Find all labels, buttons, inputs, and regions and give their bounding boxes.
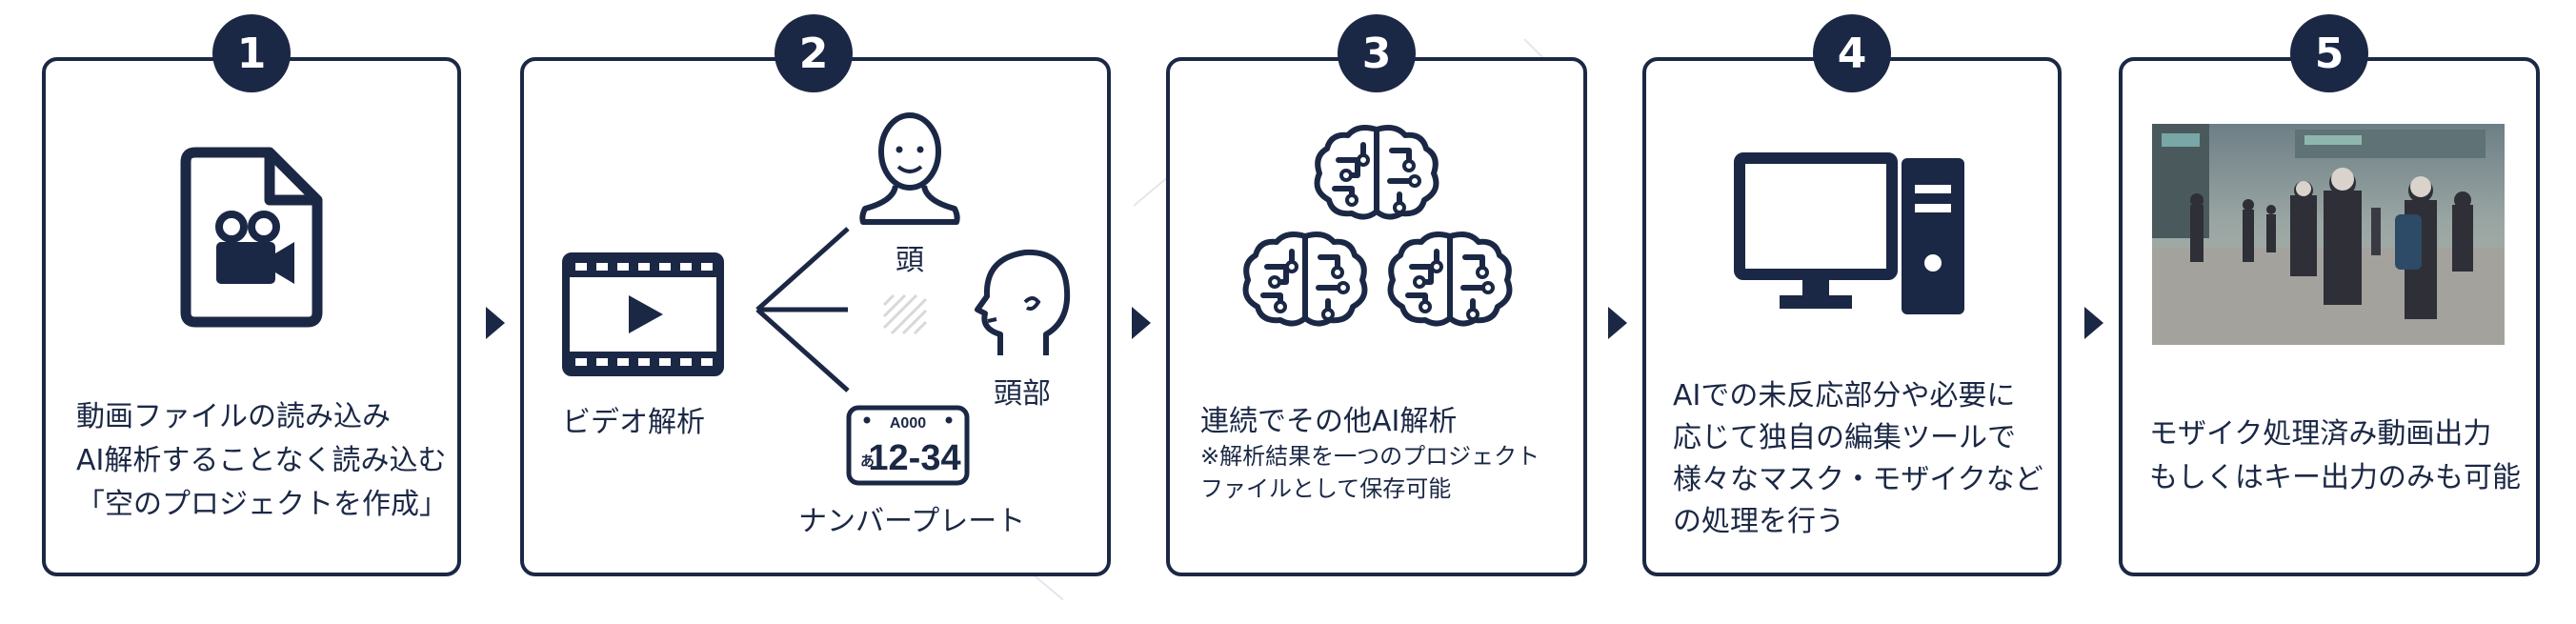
step-4-text-line-1: AIでの未反応部分や必要に (1673, 379, 2016, 413)
step-2-number: 2 (775, 14, 853, 92)
step-1-text-line-2: AI解析することなく読み込む (76, 444, 447, 477)
step-5-text-line-1: モザイク処理済み動画出力 (2149, 417, 2492, 451)
arrow-right-icon (1608, 307, 1627, 339)
step-3-note-line-1: ※解析結果を一つのプロジェクト (1200, 443, 1540, 470)
step-1-text-line-3: 「空のプロジェクトを作成」 (76, 488, 448, 521)
step-4-box (1642, 57, 2062, 576)
step-2-box (520, 57, 1111, 576)
ai-brain-icon (1242, 231, 1368, 327)
step-4-text-line-2: 応じて独自の編集ツールで (1673, 421, 2016, 454)
step-1-number: 1 (212, 14, 291, 92)
step-3-number: 3 (1338, 14, 1416, 92)
step-4-text-line-4: の処理を行う (1673, 505, 1844, 538)
target-head-part-label: 頭部 (994, 377, 1051, 411)
target-head-label: 頭 (896, 244, 924, 277)
step-3-main-text: 連続でその他AI解析 (1200, 405, 1458, 438)
step-5-text-line-2: もしくはキー出力のみも可能 (2149, 461, 2521, 494)
plate-kana-text: あ (860, 453, 875, 470)
target-plate-label: ナンバープレート (798, 505, 1026, 538)
arrow-right-icon (2084, 307, 2103, 339)
step-1-text-line-1: 動画ファイルの読み込み (76, 400, 391, 433)
step-4-number: 4 (1813, 14, 1891, 92)
license-plate-icon: A000 あ 12-34 (846, 405, 970, 486)
head-front-icon (859, 112, 960, 225)
step-5-number: 5 (2290, 14, 2368, 92)
arrow-right-icon (486, 307, 505, 339)
branch-lines (755, 227, 850, 393)
step-3-note-line-2: ファイルとして保存可能 (1200, 475, 1452, 502)
plate-number-text: 12-34 (868, 438, 960, 478)
step-3-box (1166, 57, 1587, 576)
crowd-photo (2152, 124, 2505, 345)
ai-brain-icon (1314, 125, 1439, 220)
ai-brain-icon (1387, 231, 1513, 327)
head-side-icon (975, 249, 1071, 355)
video-analysis-label: ビデオ解析 (562, 406, 705, 439)
desktop-computer-icon (1734, 152, 1964, 314)
arrow-right-icon (1132, 307, 1151, 339)
video-file-icon (180, 147, 323, 328)
step-4-text-line-3: 様々なマスク・モザイクなど (1673, 463, 2043, 496)
plate-top-text: A000 (890, 415, 926, 432)
hatch-mark (882, 293, 928, 335)
film-strip-icon (562, 252, 724, 376)
